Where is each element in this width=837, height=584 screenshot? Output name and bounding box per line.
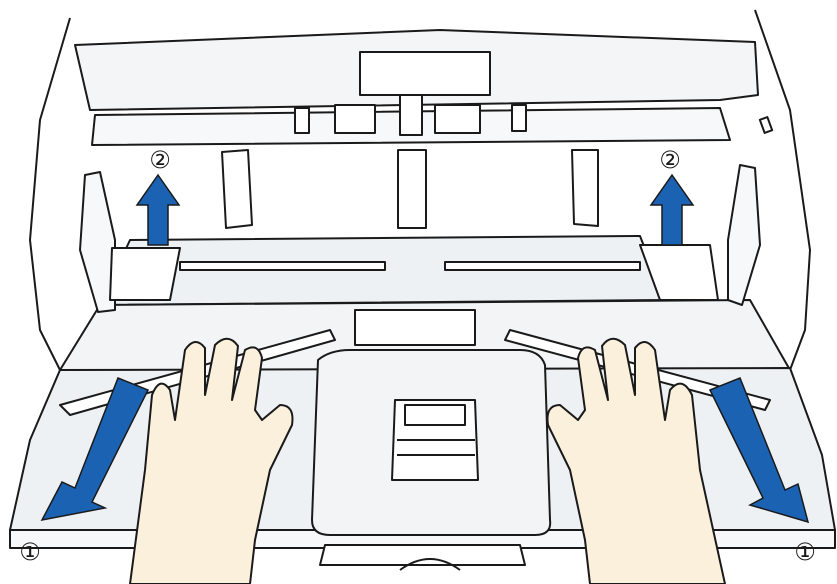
step-label-right-top: ②: [659, 146, 681, 174]
document-extension: [311, 349, 552, 571]
right-hand-icon: [546, 337, 726, 584]
step-label-right-bottom: ①: [794, 538, 816, 566]
left-bottom-arrow-icon: [40, 377, 150, 522]
step-label-left-bottom: ①: [19, 538, 41, 566]
scanner-body: [29, 9, 811, 371]
right-bottom-arrow-icon: [708, 377, 810, 524]
left-top-arrow-icon: [135, 173, 181, 246]
left-hand-icon: [129, 337, 294, 584]
right-top-arrow-icon: [649, 173, 695, 246]
step-label-left-top: ②: [149, 146, 171, 174]
